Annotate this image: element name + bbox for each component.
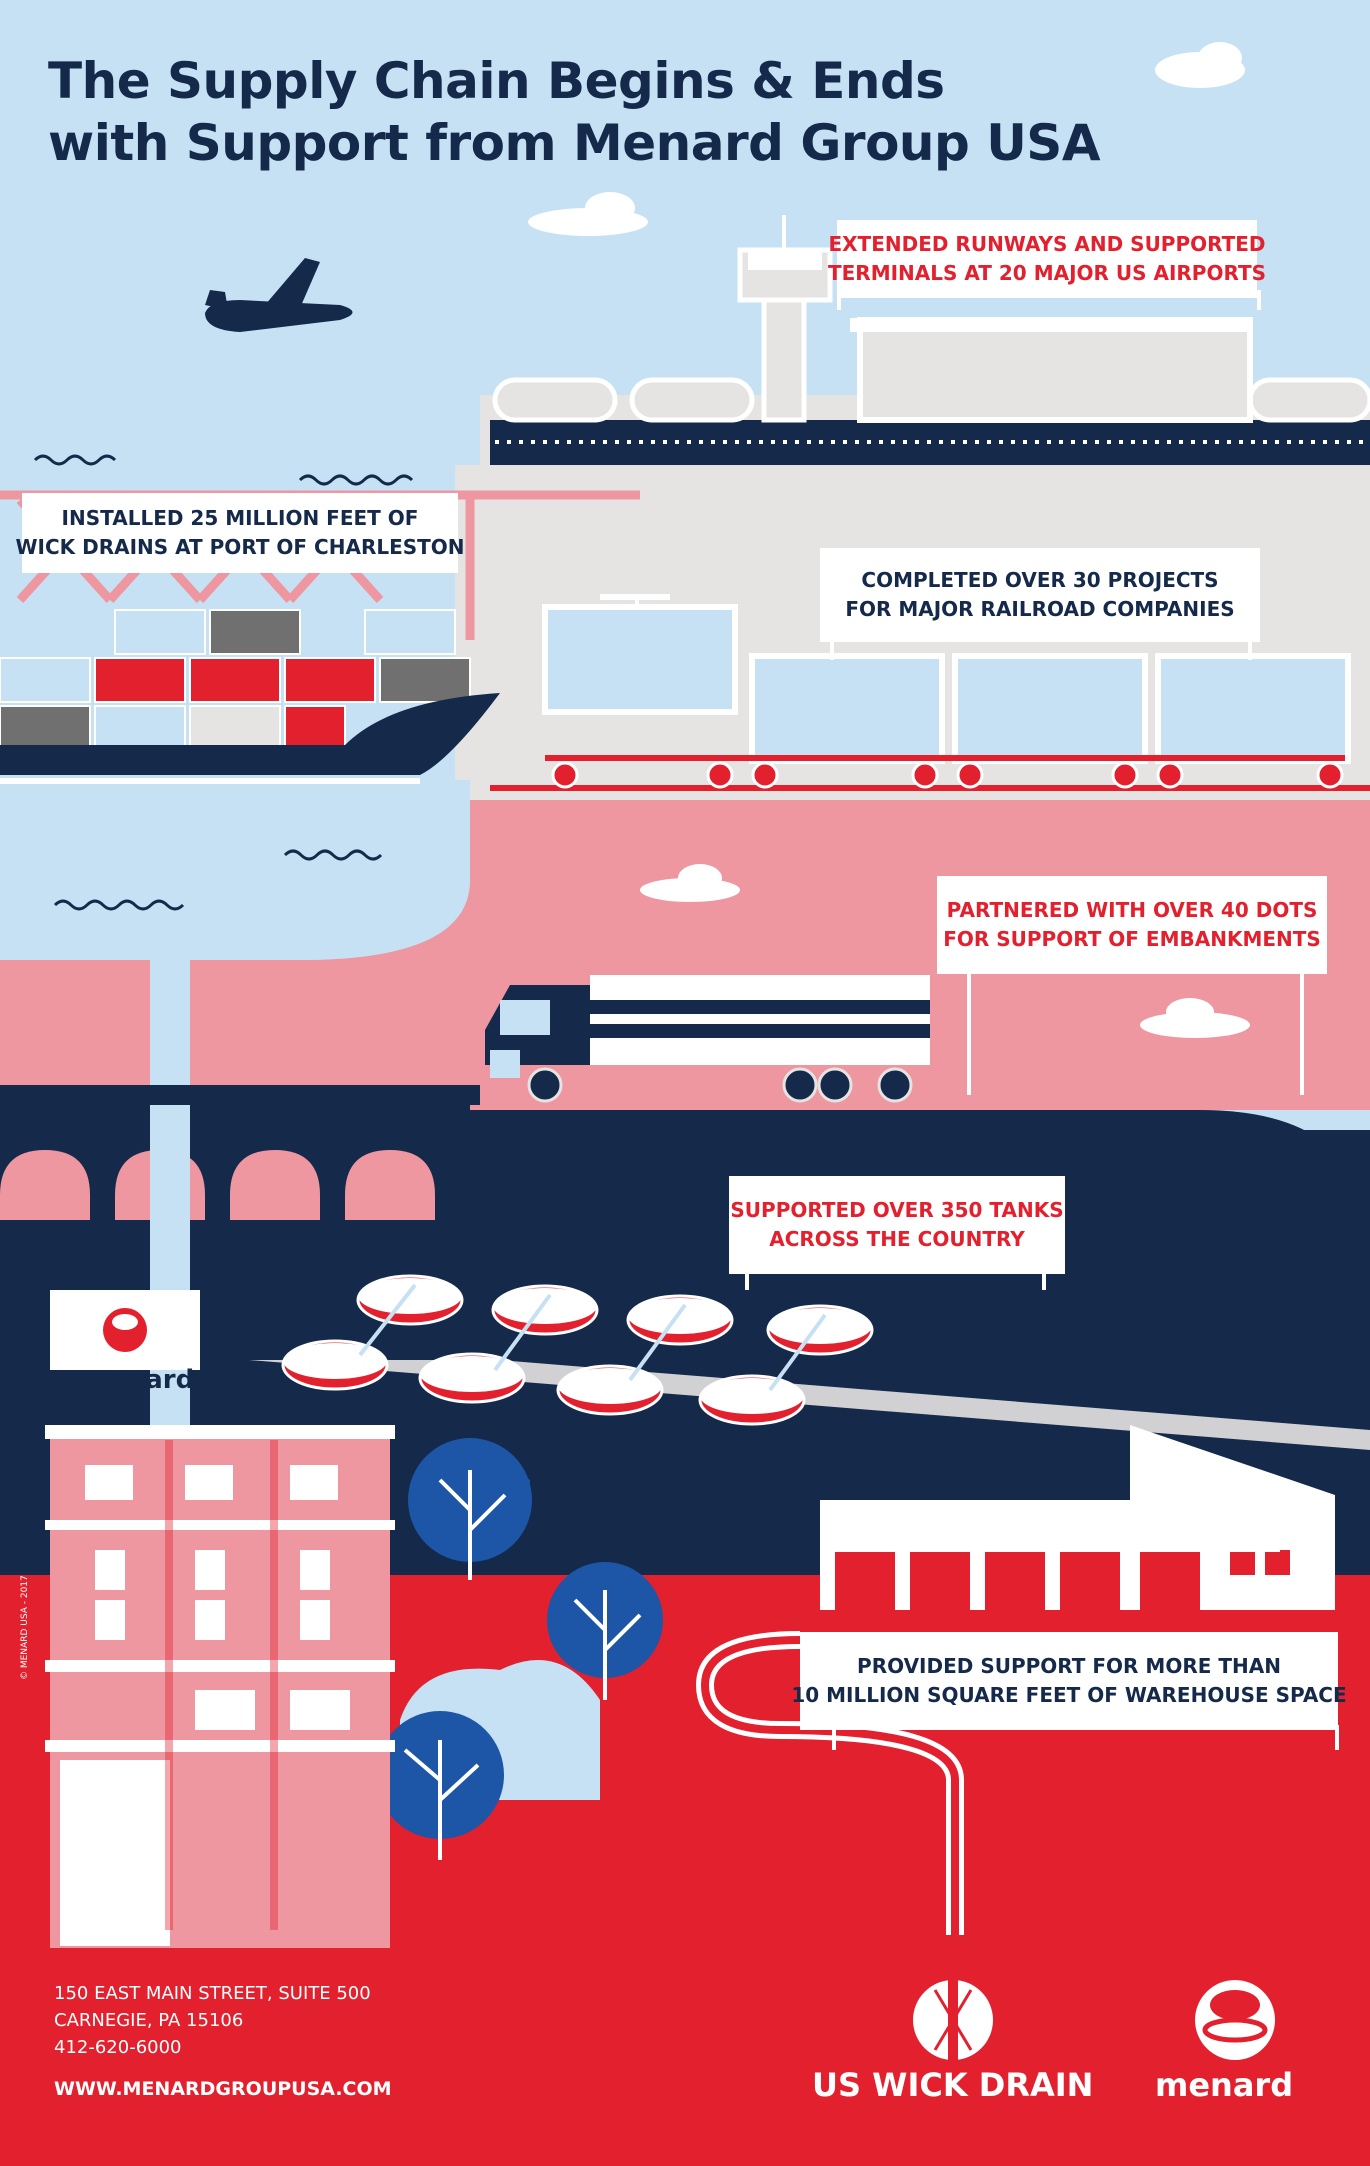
menard-logo: [1195, 1980, 1275, 2060]
tree-icon: [376, 1438, 663, 1860]
callout-tanks-line2: ACROSS THE COUNTRY: [769, 1227, 1025, 1251]
callout-warehouse: PROVIDED SUPPORT FOR MORE THAN 10 MILLIO…: [791, 1632, 1347, 1730]
phone-number: 412-620-6000: [54, 2037, 182, 2058]
callout-airports-line1: EXTENDED RUNWAYS AND SUPPORTED: [828, 232, 1266, 256]
title-line-2: with Support from Menard Group USA: [48, 114, 1101, 172]
callout-airports-line2: TERMINALS AT 20 MAJOR US AIRPORTS: [827, 261, 1267, 285]
callout-railroad-line2: FOR MAJOR RAILROAD COMPANIES: [845, 597, 1235, 621]
train-icon: [490, 594, 1370, 791]
truck-icon: [485, 975, 930, 1103]
footer-address: 150 EAST MAIN STREET, SUITE 500 CARNEGIE…: [54, 1980, 371, 2061]
callout-tanks: SUPPORTED OVER 350 TANKS ACROSS THE COUN…: [729, 1176, 1065, 1274]
callout-warehouse-line2: 10 MILLION SQUARE FEET OF WAREHOUSE SPAC…: [791, 1683, 1347, 1707]
control-tower-icon: [737, 215, 833, 423]
copyright-text: © MENARD USA - 2017: [20, 1575, 30, 1680]
warehouse-icon: [820, 1425, 1335, 1610]
address-line-2: CARNEGIE, PA 15106: [54, 2010, 244, 2031]
water-left: [0, 780, 470, 960]
us-wick-drain-logo: [913, 1980, 993, 2060]
page-title: The Supply Chain Begins & Ends with Supp…: [48, 50, 1101, 174]
callout-dots: PARTNERED WITH OVER 40 DOTS FOR SUPPORT …: [937, 876, 1327, 974]
terminal-icon: [850, 317, 1253, 423]
callout-port: INSTALLED 25 MILLION FEET OF WICK DRAINS…: [15, 493, 465, 573]
callout-port-line1: INSTALLED 25 MILLION FEET OF: [61, 506, 419, 530]
us-wick-drain-logo-text: US WICK DRAIN: [812, 2066, 1094, 2104]
airplane-icon: [205, 258, 353, 332]
callout-dots-line1: PARTNERED WITH OVER 40 DOTS: [946, 898, 1318, 922]
callout-warehouse-line1: PROVIDED SUPPORT FOR MORE THAN: [857, 1654, 1281, 1678]
building-menard-logo: [103, 1308, 147, 1352]
address-line-1: 150 EAST MAIN STREET, SUITE 500: [54, 1983, 371, 2004]
website-link[interactable]: WWW.MENARDGROUPUSA.COM: [54, 2078, 392, 2100]
callout-dots-line2: FOR SUPPORT OF EMBANKMENTS: [943, 927, 1321, 951]
callout-railroad-line1: COMPLETED OVER 30 PROJECTS: [861, 568, 1219, 592]
building-sign-text: menard: [82, 1365, 195, 1395]
menard-logo-text: menard: [1155, 2066, 1294, 2104]
storage-tank-icon: [281, 1274, 874, 1426]
cloud-icon: [528, 42, 1250, 1038]
callout-port-line2: WICK DRAINS AT PORT OF CHARLESTON: [15, 535, 465, 559]
callout-tanks-line1: SUPPORTED OVER 350 TANKS: [730, 1198, 1064, 1222]
callout-railroad: COMPLETED OVER 30 PROJECTS FOR MAJOR RAI…: [820, 548, 1260, 642]
office-building-icon: [45, 1290, 395, 1948]
container-stack: [0, 609, 471, 747]
title-line-1: The Supply Chain Begins & Ends: [48, 52, 945, 110]
callout-airports: EXTENDED RUNWAYS AND SUPPORTED TERMINALS…: [828, 220, 1266, 298]
container-ship-icon: [0, 693, 500, 784]
